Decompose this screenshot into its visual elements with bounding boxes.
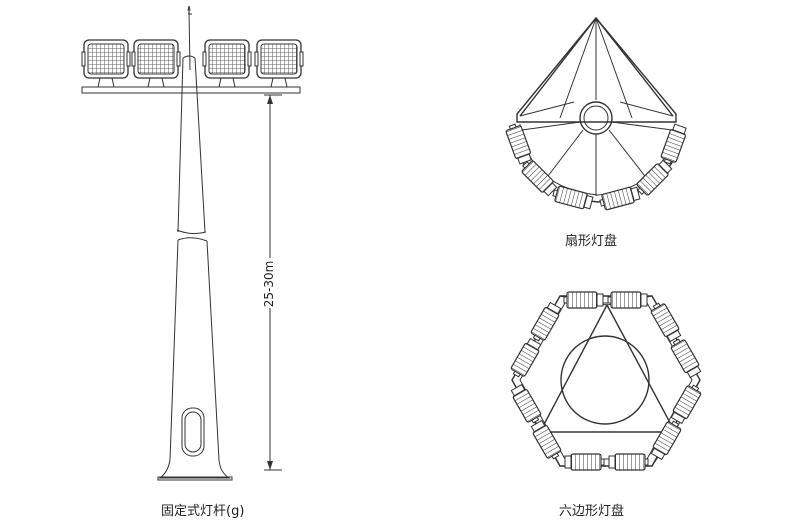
hex-panel-caption: 六边形灯盘	[559, 504, 625, 519]
lamp-top-view-icon	[670, 338, 702, 379]
floodlight-icon	[81, 39, 131, 88]
high-mast-pole	[81, 5, 301, 481]
fan-panel-caption: 扇形灯盘	[565, 234, 618, 249]
inner-circle	[560, 335, 650, 425]
pole-caption: 固定式灯杆(g)	[161, 504, 245, 519]
lamp-top-view-icon	[510, 383, 542, 424]
lamp-top-view-icon	[530, 301, 562, 342]
fan-lamps	[505, 123, 687, 211]
lamp-top-view-icon	[563, 291, 604, 309]
fan-lamp-panel	[512, 16, 685, 203]
lamp-top-view-icon	[510, 337, 542, 378]
lamp-top-view-icon	[608, 453, 649, 471]
lamp-top-view-icon	[521, 160, 558, 197]
lamp-top-view-icon	[564, 453, 605, 471]
height-dimension-line: 25-30m	[258, 94, 282, 471]
hex-lamps	[510, 291, 702, 471]
lamp-top-view-icon	[670, 384, 702, 425]
floodlight-icon	[131, 39, 181, 88]
lamp-top-view-icon	[552, 185, 594, 210]
lamp-top-view-icon	[599, 186, 641, 211]
lamp-top-view-icon	[650, 420, 682, 461]
lamp-top-view-icon	[636, 159, 673, 196]
height-dimension-label: 25-30m	[262, 261, 276, 308]
lamp-top-view-icon	[505, 123, 532, 165]
lightning-rod	[188, 9, 192, 71]
lamp-crossbar	[81, 86, 301, 94]
lamp-top-view-icon	[607, 291, 648, 309]
access-door	[181, 407, 205, 457]
pole-lamps	[81, 39, 304, 88]
floodlight-icon	[202, 39, 252, 88]
lamp-top-view-icon	[530, 419, 562, 460]
lamp-top-view-icon	[660, 123, 687, 165]
base-flange	[157, 476, 233, 481]
lamp-top-view-icon	[650, 302, 682, 343]
floodlight-icon	[254, 39, 304, 88]
inner-triangle	[538, 303, 677, 433]
